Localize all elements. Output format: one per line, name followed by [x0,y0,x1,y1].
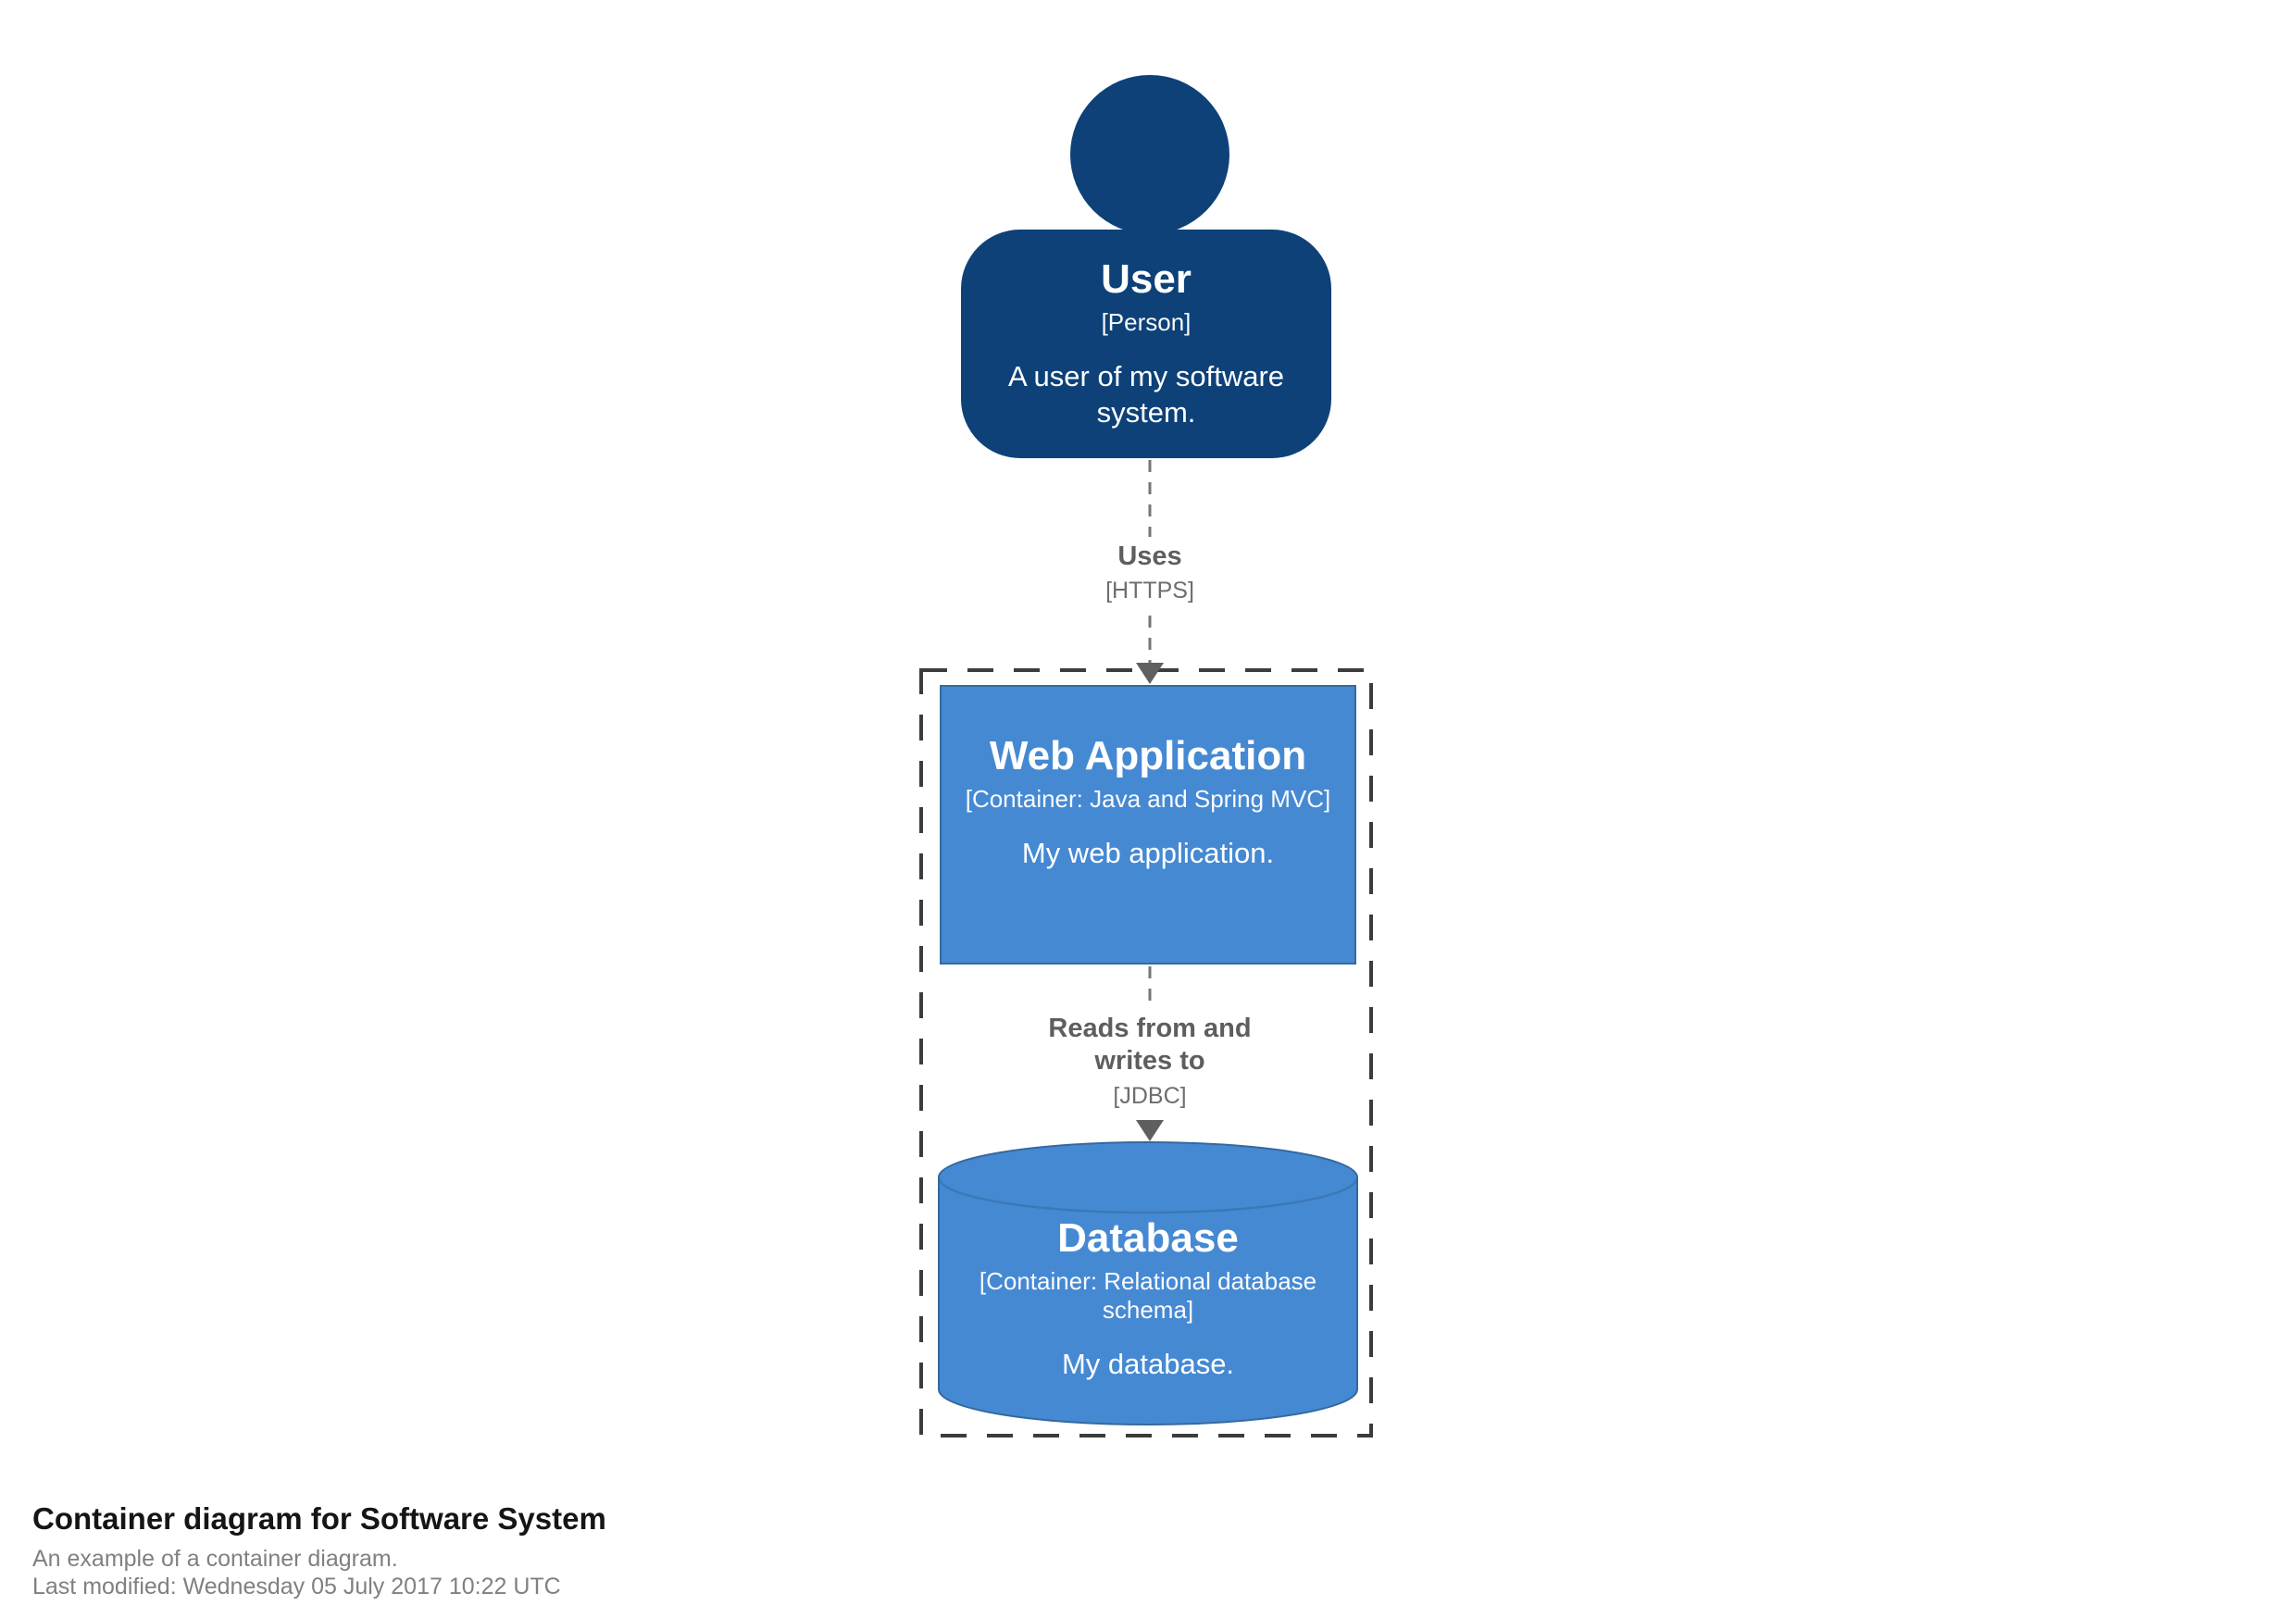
relationship-technology: [JDBC] [1113,1082,1187,1109]
relationship-label-uses: Uses [HTTPS] [1092,537,1207,609]
person-head-icon [1070,75,1229,234]
element-description: My web application. [1021,837,1275,870]
element-description: A user of my software system. [1007,360,1285,429]
container-database-node[interactable]: Database [Container: Relational database… [938,1141,1358,1425]
arrowhead-down-icon [1136,1120,1164,1141]
diagram-title: Container diagram for Software System [32,1501,606,1536]
element-type: [Person] [1101,307,1192,336]
element-name: User [1101,256,1192,303]
relationship-name: Uses [1117,541,1182,571]
relationship-name: Reads from and writes to [1048,1014,1252,1077]
element-type: [Container: Relational database schema] [979,1266,1317,1324]
element-type: [Container: Java and Spring MVC] [965,784,1331,813]
diagram-last-modified: Last modified: Wednesday 05 July 2017 10… [32,1574,561,1599]
database-cylinder-icon [938,1141,1358,1425]
element-name: Web Application [989,733,1307,779]
relationship-label-reads-writes: Reads from and writes to [JDBC] [1020,1009,1279,1114]
arrowhead-down-icon [1136,663,1164,684]
diagram-subtitle: An example of a container diagram. [32,1546,398,1572]
element-name: Database [1057,1215,1239,1262]
relationship-technology: [HTTPS] [1105,578,1194,604]
element-description: My database. [1061,1348,1235,1381]
person-user-node[interactable]: User [Person] A user of my software syst… [961,230,1331,458]
container-webapp-node[interactable]: Web Application [Container: Java and Spr… [940,685,1356,965]
